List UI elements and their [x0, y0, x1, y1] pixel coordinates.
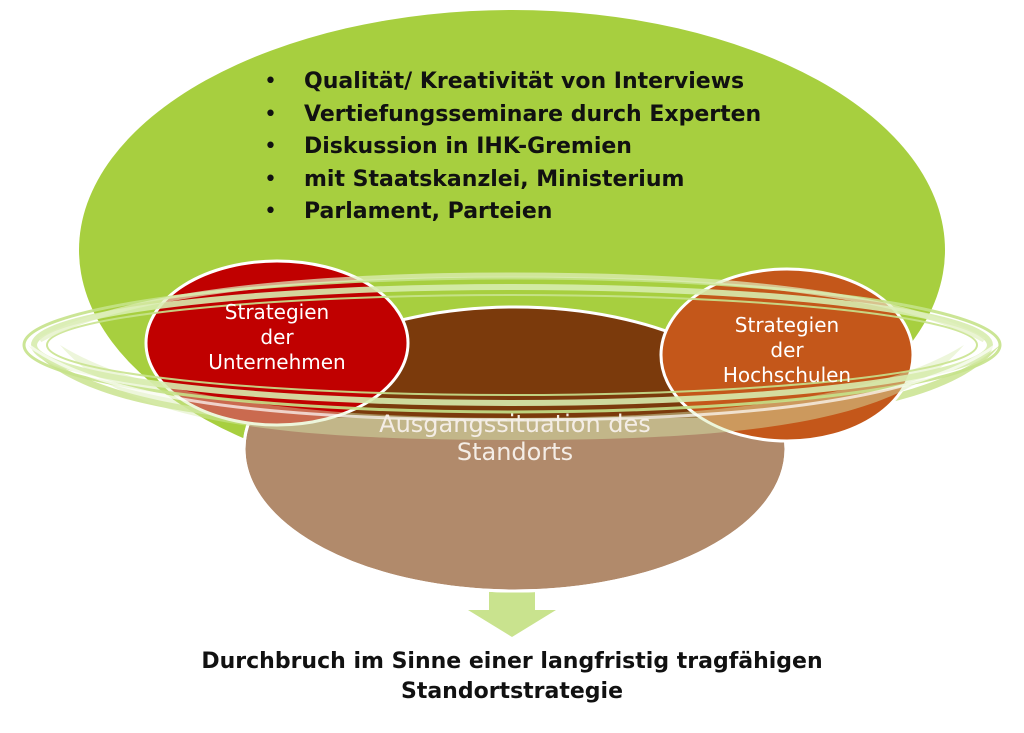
bottom-line1: Durchbruch im Sinne einer langfristig tr… [201, 649, 823, 674]
bullet-item: Vertiefungsseminare durch Experten [262, 99, 761, 132]
arrow-head [468, 610, 556, 637]
funnel-rim-front [27, 343, 997, 422]
left-circle-label: Strategien der Unternehmen [146, 300, 408, 375]
funnel-rim-top [38, 272, 986, 343]
right-circle-line1: Strategien [734, 313, 840, 337]
funnel-rim-inner [46, 294, 978, 396]
funnel-rim-middle [31, 284, 993, 406]
bottom-line2: Standortstrategie [400, 679, 624, 704]
center-ellipse-outline [242, 305, 788, 593]
center-line1: Ausgangssituation des [379, 410, 651, 438]
left-circle-line2: der [260, 325, 294, 349]
funnel-band-overlay [60, 345, 964, 440]
bullet-item: Parlament, Parteien [262, 196, 761, 229]
center-label: Ausgangssituation des Standorts [300, 410, 730, 466]
funnel-rim-outer [22, 276, 1002, 414]
right-circle-line3: Hochschulen [722, 363, 852, 387]
center-line2: Standorts [456, 438, 574, 466]
right-circle-label: Strategien der Hochschulen [661, 313, 913, 388]
right-circle-line2: der [770, 338, 804, 362]
bottom-caption: Durchbruch im Sinne einer langfristig tr… [0, 647, 1024, 707]
bullet-item: Qualität/ Kreativität von Interviews [262, 66, 761, 99]
left-circle-line3: Unternehmen [208, 350, 346, 374]
bullet-item: mit Staatskanzlei, Ministerium [262, 164, 761, 197]
bullet-list: Qualität/ Kreativität von Interviews Ver… [262, 66, 761, 229]
left-circle-line1: Strategien [224, 300, 330, 324]
bullet-item: Diskussion in IHK-Gremien [262, 131, 761, 164]
